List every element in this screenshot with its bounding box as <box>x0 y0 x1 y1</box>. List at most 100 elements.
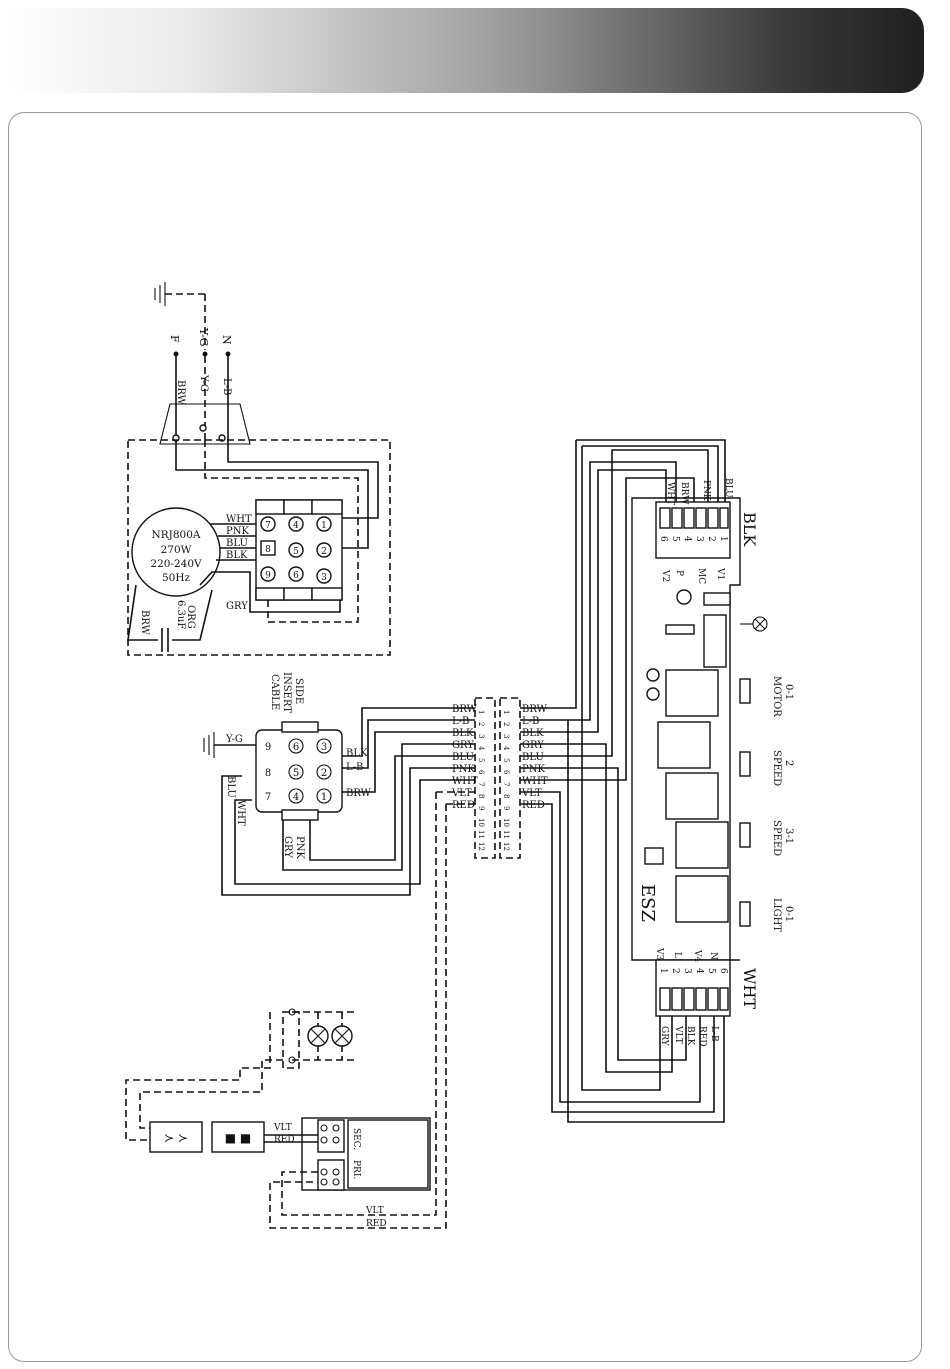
svg-text:RED: RED <box>697 1026 707 1047</box>
terminal-right-label: GRY <box>522 740 544 751</box>
terminal-number: 10 <box>477 818 485 827</box>
wht-pin-number: 4 <box>694 968 704 974</box>
svg-text:V3: V3 <box>654 947 664 960</box>
terminal-number: 6 <box>477 770 485 775</box>
svg-text:5: 5 <box>293 547 299 557</box>
side-brw: BRW <box>346 788 372 799</box>
svg-text:PNK: PNK <box>701 480 711 501</box>
board-wires <box>520 439 726 1123</box>
terminal-number: 7 <box>502 782 510 786</box>
terminal-number: 4 <box>477 746 485 751</box>
svg-text:V2: V2 <box>660 569 670 582</box>
terminal-number: 11 <box>502 830 510 839</box>
terminal-left-label: L-B <box>452 716 469 727</box>
blk-pin-number: 2 <box>706 536 716 542</box>
svg-text:L: L <box>672 952 682 958</box>
terminal-number: 12 <box>477 842 485 851</box>
svg-text:BLU: BLU <box>723 478 733 498</box>
board-name: ESZ <box>637 884 658 922</box>
terminal-number: 2 <box>502 722 510 726</box>
terminal-right-label: RED <box>522 800 545 811</box>
motor-enclosure <box>127 439 391 656</box>
svg-text:5: 5 <box>293 768 299 779</box>
terminal-number: 12 <box>502 842 510 851</box>
side-cable-line2: INSERT <box>281 672 292 713</box>
svg-text:3-1: 3-1 <box>783 828 794 844</box>
terminal-number: 1 <box>502 710 510 714</box>
svg-text:0-1: 0-1 <box>783 684 794 700</box>
side-pnk: PNK <box>294 836 305 859</box>
blk-pin-number: 6 <box>658 536 668 542</box>
label-lb-in: L-B <box>221 378 232 395</box>
side-blu: BLU <box>225 776 236 798</box>
svg-text:3: 3 <box>321 573 327 583</box>
svg-text:MC: MC <box>696 568 706 584</box>
side-yg: Y-G <box>225 734 243 745</box>
motor-wire-pnk: PNK <box>226 526 249 537</box>
svg-text:MOTOR: MOTOR <box>771 676 782 717</box>
svg-text:0-1: 0-1 <box>783 906 794 922</box>
wht-label: WHT <box>740 968 759 1009</box>
svg-text:LIGHT: LIGHT <box>771 898 782 932</box>
svg-text:SPEED: SPEED <box>771 750 782 786</box>
terminal-number: 8 <box>502 794 510 798</box>
blk-pin-number: 5 <box>670 536 680 542</box>
svg-text:1: 1 <box>321 521 327 531</box>
motor-terminal-block: 7 8 9 4 5 6 1 2 3 <box>255 499 343 601</box>
wht-pin-number: 1 <box>658 968 668 974</box>
svg-text:6: 6 <box>293 571 299 581</box>
terminal-left-label: BLU <box>452 752 474 763</box>
side-cable-line3: CABLE <box>269 674 280 710</box>
pri-label: PRI. <box>351 1160 361 1179</box>
header-bar <box>8 8 924 93</box>
svg-text:2: 2 <box>321 768 327 779</box>
svg-text:1: 1 <box>321 792 327 803</box>
label-brw-in: BRW <box>175 380 186 406</box>
motor-wiring <box>175 440 379 623</box>
terminal-number: 5 <box>477 758 485 762</box>
terminal-number: 7 <box>477 782 485 786</box>
terminal-number: 10 <box>502 818 510 827</box>
trans-vlt: VLT <box>273 1123 292 1133</box>
svg-text:N: N <box>708 952 718 960</box>
svg-text:BRW: BRW <box>679 482 689 505</box>
svg-text:9: 9 <box>265 742 271 753</box>
terminal-number: 1 <box>477 710 485 714</box>
terminal-number: 3 <box>502 734 510 738</box>
svg-text:8: 8 <box>265 768 271 779</box>
power-input: F Y-G N BRW Y-G L-B <box>154 282 251 445</box>
svg-text:GRY: GRY <box>659 1026 669 1047</box>
terminal-left-label: WHT <box>452 776 478 787</box>
svg-text:8: 8 <box>265 545 271 555</box>
side-cable-line1: SIDE <box>293 678 304 704</box>
terminal-left-label: GRY <box>452 740 474 751</box>
svg-text:V4: V4 <box>692 949 702 962</box>
svg-text:VLT: VLT <box>673 1025 683 1044</box>
label-f: F <box>168 335 181 343</box>
motor-power: 270W <box>161 544 192 556</box>
svg-text:6: 6 <box>293 742 299 753</box>
wht-pin-number: 3 <box>682 968 692 974</box>
svg-text:4: 4 <box>293 521 299 531</box>
terminal-right-label: PNK <box>522 764 545 775</box>
terminal-number: 4 <box>502 746 510 751</box>
svg-text:7: 7 <box>265 521 271 531</box>
label-yg-in: Y-G <box>198 374 209 392</box>
terminal-number: 8 <box>477 794 485 798</box>
terminal-number: 9 <box>477 806 485 810</box>
speed3-button[interactable] <box>739 822 751 848</box>
motor-button[interactable] <box>739 678 751 704</box>
label-n: N <box>220 335 233 345</box>
label-yg: Y-G <box>197 327 210 347</box>
sec-label: SEC. <box>351 1128 361 1150</box>
terminal-number: 3 <box>477 734 485 738</box>
content-frame <box>8 112 922 1362</box>
light-button[interactable] <box>739 901 751 927</box>
speed2-button[interactable] <box>739 751 751 777</box>
svg-text:SPEED: SPEED <box>771 820 782 856</box>
terminal-left-label: BLK <box>452 728 474 739</box>
terminal-number: 2 <box>477 722 485 726</box>
terminal-number: 11 <box>477 830 485 839</box>
